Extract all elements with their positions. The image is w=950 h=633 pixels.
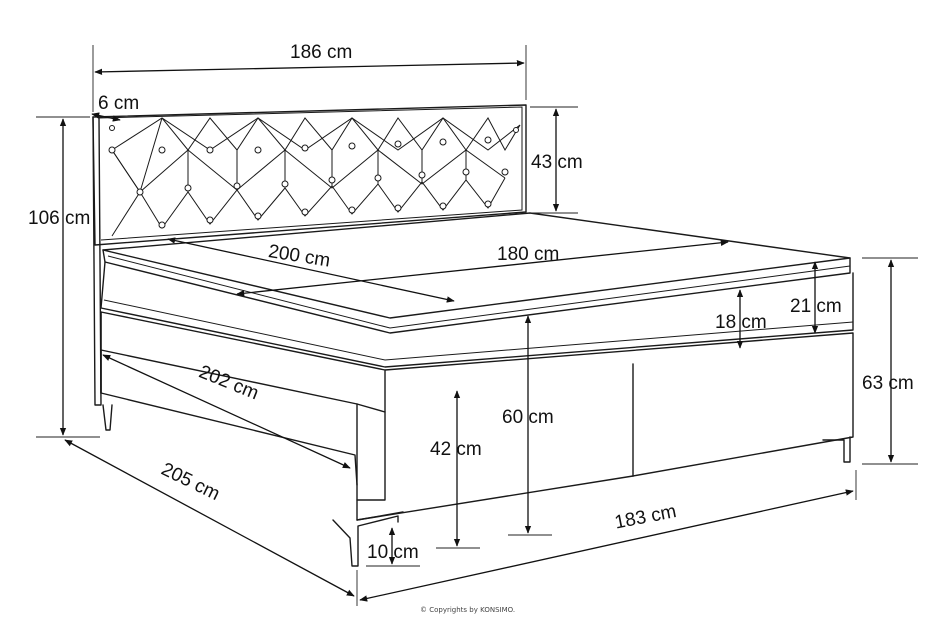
label-leg-height: 10 cm xyxy=(367,542,419,563)
dimension-lines xyxy=(36,45,918,606)
label-headboard-thickness: 6 cm xyxy=(98,93,139,114)
label-total-length: 205 cm xyxy=(158,459,223,505)
label-drawer-height: 42 cm xyxy=(430,439,482,460)
mattress xyxy=(100,261,854,368)
label-total-height: 106 cm xyxy=(28,208,90,229)
label-headboard-width: 186 cm xyxy=(290,42,352,63)
headboard xyxy=(92,104,527,406)
label-sleeping-height: 60 cm xyxy=(502,407,554,428)
label-base-height: 63 cm xyxy=(862,373,914,394)
label-topper-height: 21 cm xyxy=(790,296,842,317)
copyright-notice: © Copyrights by KONSIMO. xyxy=(420,606,515,614)
tufting-buttons xyxy=(108,125,519,229)
label-mattress-height: 18 cm xyxy=(715,312,767,333)
label-base-length: 202 cm xyxy=(196,362,262,405)
label-total-width: 183 cm xyxy=(613,501,678,534)
label-mattress-width: 180 cm xyxy=(497,244,559,265)
label-headboard-height: 43 cm xyxy=(531,152,583,173)
